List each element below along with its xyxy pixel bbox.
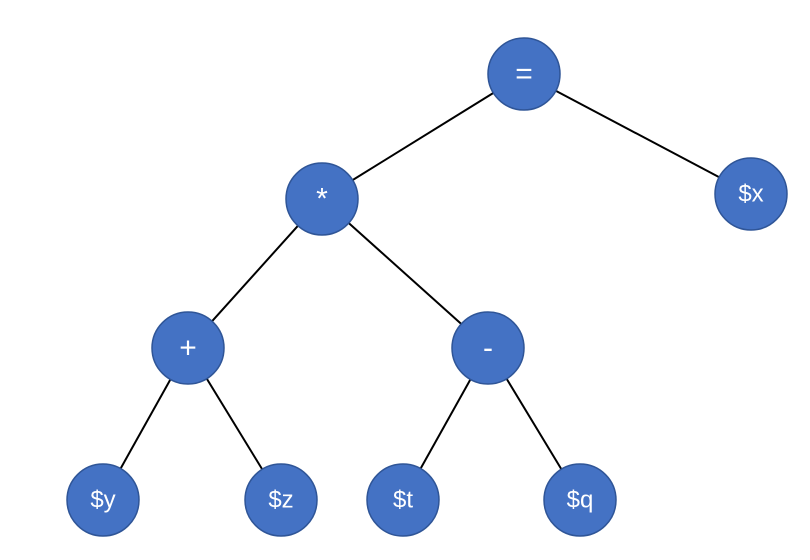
tree-node-t: $t [366, 463, 440, 537]
edge-minus-to-t [418, 377, 473, 471]
tree-node-y: $y [66, 463, 140, 537]
node-label-eq: = [515, 58, 533, 91]
node-label-q: $q [567, 487, 594, 514]
tree-node-plus: + [151, 311, 225, 385]
edge-plus-to-z [204, 376, 265, 472]
edge-eq-to-mul [350, 91, 496, 182]
node-label-x: $x [738, 181, 763, 208]
node-label-minus: - [483, 332, 493, 365]
node-circle-plus [151, 311, 225, 385]
edge-minus-to-q [504, 376, 564, 472]
node-circle-q [543, 463, 617, 537]
node-circle-y [66, 463, 140, 537]
node-layer: = * $x + - $y $z $t $q [66, 37, 788, 537]
tree-node-eq: = [487, 37, 561, 111]
tree-node-minus: - [451, 311, 525, 385]
node-label-y: $y [90, 487, 115, 514]
edge-plus-to-y [118, 377, 173, 471]
node-circle-x [714, 157, 788, 231]
node-circle-z [244, 463, 318, 537]
node-circle-minus [451, 311, 525, 385]
tree-node-q: $q [543, 463, 617, 537]
node-circle-mul [285, 162, 359, 236]
tree-node-mul: * [285, 162, 359, 236]
tree-node-z: $z [244, 463, 318, 537]
node-label-t: $t [393, 487, 413, 514]
edge-eq-to-x [553, 89, 722, 179]
edge-layer [118, 89, 722, 472]
edge-mul-to-plus [209, 223, 301, 324]
node-label-mul: * [316, 183, 328, 216]
node-label-plus: + [179, 332, 197, 365]
tree-node-x: $x [714, 157, 788, 231]
edge-mul-to-minus [346, 220, 464, 327]
node-label-z: $z [268, 487, 293, 514]
node-circle-t [366, 463, 440, 537]
node-circle-eq [487, 37, 561, 111]
